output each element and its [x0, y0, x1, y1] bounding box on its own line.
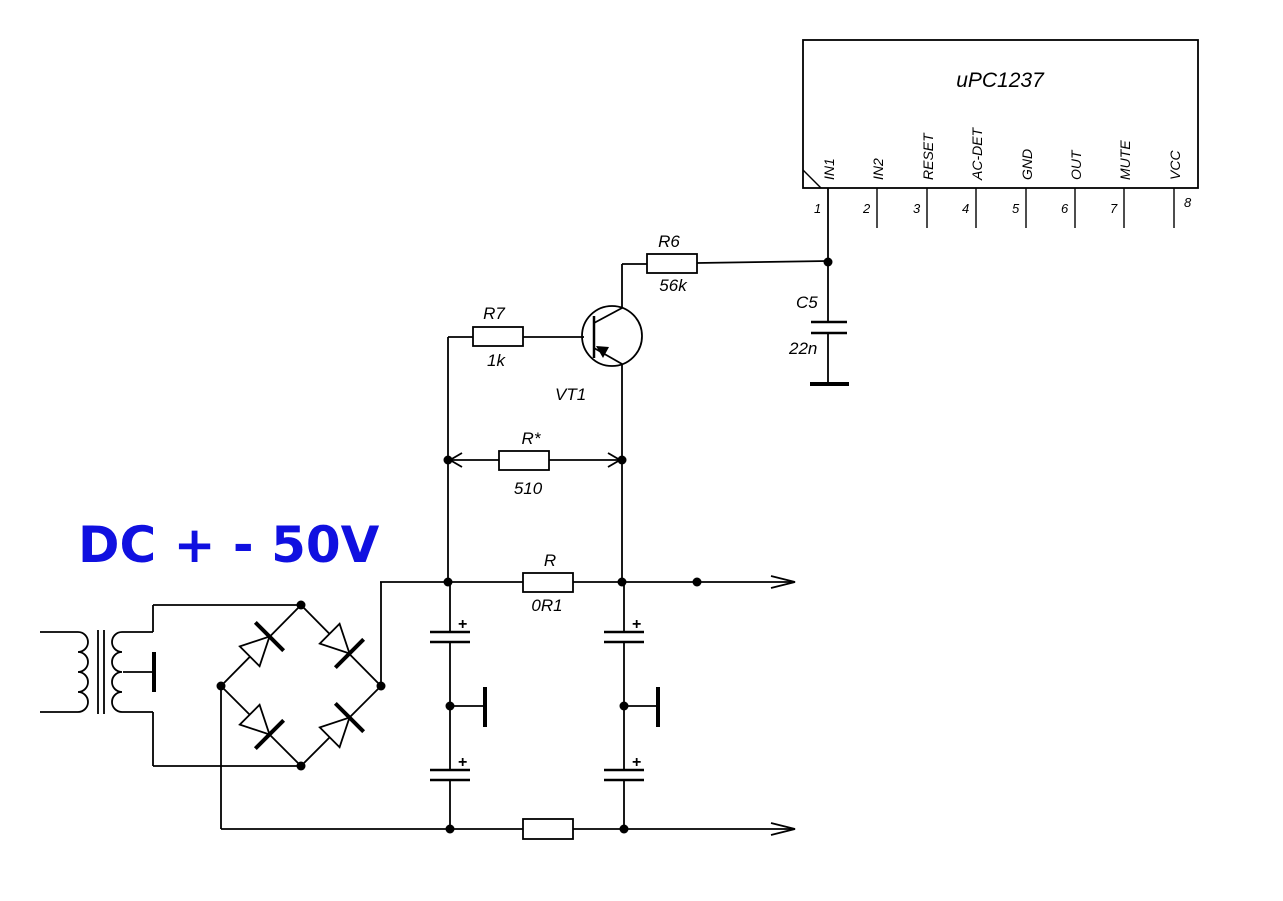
- resistor-rstar: R* 510: [448, 429, 622, 498]
- resistor-r-shunt: R 0R1: [380, 551, 796, 615]
- bridge-rectifier: [220, 582, 382, 829]
- junction-node: [619, 701, 629, 711]
- junction-node: [617, 577, 627, 587]
- ic-pin-number: 8: [1184, 195, 1192, 210]
- ic-pin-name: IN2: [870, 158, 886, 180]
- junction-node: [445, 824, 455, 834]
- resistor-r7: R7 1k: [447, 304, 584, 460]
- r-ref: R: [544, 551, 556, 570]
- ic-pin-name: AC-DET: [969, 126, 985, 181]
- ic-pin-number: 2: [862, 201, 871, 216]
- junction-node: [296, 761, 306, 771]
- rstar-ref: R*: [522, 429, 542, 448]
- junction-node: [692, 577, 702, 587]
- junction-node: [619, 824, 629, 834]
- ic-pin-number: 1: [814, 201, 821, 216]
- diode-icon: [318, 622, 366, 670]
- capacitor-polarity: +: [632, 616, 641, 633]
- ic-pin-name: MUTE: [1117, 140, 1133, 180]
- supply-voltage-title: DC + - 50V: [78, 516, 380, 574]
- left-capacitor-stack: + +: [430, 582, 487, 829]
- ic-upc1237: uPC1237 IN1 IN2 RESET AC-DET GND OUT MUT…: [802, 39, 1199, 263]
- r7-ref: R7: [483, 304, 505, 323]
- resistor-r6: R6 56k: [622, 232, 829, 295]
- r7-value: 1k: [487, 351, 506, 370]
- rstar-value: 510: [514, 479, 543, 498]
- diode-icon: [238, 620, 286, 668]
- ic-pin-name: VCC: [1167, 150, 1183, 180]
- ic-name: uPC1237: [956, 69, 1045, 92]
- diode-icon: [238, 703, 286, 751]
- ic-pin-name: RESET: [920, 132, 936, 180]
- r-value: 0R1: [531, 596, 562, 615]
- right-capacitor-stack: + +: [604, 582, 660, 829]
- c5-ref: C5: [796, 293, 818, 312]
- junction-node: [296, 600, 306, 610]
- r6-value: 56k: [659, 276, 688, 295]
- junction-node: [445, 701, 455, 711]
- ic-pin-number: 6: [1061, 201, 1069, 216]
- capacitor-polarity: +: [632, 754, 641, 771]
- r6-ref: R6: [658, 232, 680, 251]
- ic-pin-number: 3: [913, 201, 921, 216]
- capacitor-polarity: +: [458, 616, 467, 633]
- junction-node: [376, 681, 386, 691]
- ic-pin-name: IN1: [821, 158, 837, 180]
- transistor-vt1: VT1: [555, 264, 643, 460]
- ic-pin-name: GND: [1019, 149, 1035, 180]
- ic-pin-number: 5: [1012, 201, 1020, 216]
- ic-pin-name: OUT: [1068, 149, 1084, 180]
- bottom-bus: [221, 818, 796, 840]
- diode-icon: [318, 701, 366, 749]
- transformer-icon: [40, 604, 301, 767]
- c5-value: 22n: [788, 339, 817, 358]
- capacitor-c5: C5 22n: [788, 262, 849, 386]
- junction-node: [443, 577, 453, 587]
- vt1-ref: VT1: [555, 385, 586, 404]
- ic-pin-number: 7: [1110, 201, 1118, 216]
- capacitor-polarity: +: [458, 754, 467, 771]
- ic-pin-number: 4: [962, 201, 969, 216]
- junction-node: [216, 681, 226, 691]
